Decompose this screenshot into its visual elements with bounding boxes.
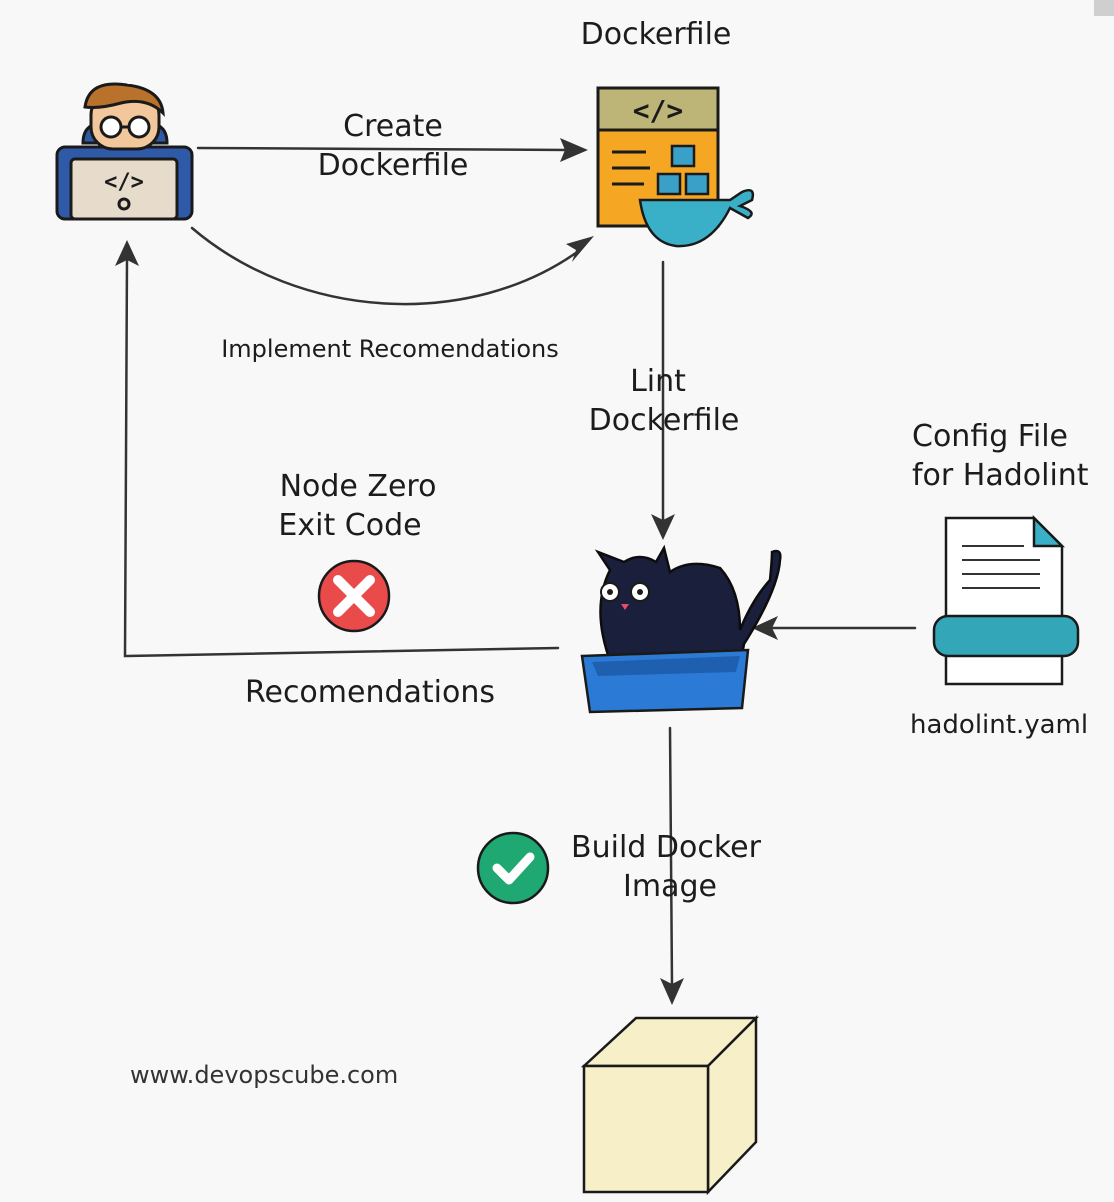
create-label-line2: Dockerfile xyxy=(318,148,469,183)
build-label-line2: Image xyxy=(623,869,717,904)
build-label: Build Docker xyxy=(571,830,762,865)
edge-config-to-hadolint xyxy=(752,616,917,640)
config-filename: hadolint.yaml xyxy=(910,710,1088,740)
failure-label: Node Zero xyxy=(280,469,437,504)
config-file-icon xyxy=(932,514,1080,686)
edge-recommendations xyxy=(115,240,560,658)
edge-lint-dockerfile xyxy=(651,260,675,540)
lint-label: Lint xyxy=(630,364,686,399)
config-title: Config File xyxy=(912,419,1068,454)
hadolint-cat-icon xyxy=(580,544,782,714)
scrollbar-stub[interactable] xyxy=(1094,0,1114,16)
watermark-link[interactable]: www.devopscube.com xyxy=(130,1061,398,1089)
edge-build-image xyxy=(660,726,684,1005)
recommendations-label: Recomendations xyxy=(245,675,495,710)
implement-label: Implement Recomendations xyxy=(221,335,559,363)
failure-label-line2: Exit Code xyxy=(278,508,421,543)
config-title-line2: for Hadolint xyxy=(912,458,1089,493)
error-x-icon xyxy=(317,559,391,633)
code-symbol: </> xyxy=(633,94,684,127)
developer-laptop-icon: </> xyxy=(55,82,194,221)
edge-implement-recommendations xyxy=(190,226,594,306)
lint-label-line2: Dockerfile xyxy=(589,403,740,438)
svg-text:</>: </> xyxy=(104,170,144,195)
dockerfile-icon: </> xyxy=(596,86,755,248)
docker-image-cube-icon xyxy=(580,1014,760,1196)
create-label: Create xyxy=(343,109,443,144)
success-check-icon xyxy=(476,831,550,905)
dockerfile-title: Dockerfile xyxy=(581,17,732,52)
edge-create-dockerfile xyxy=(196,138,588,162)
